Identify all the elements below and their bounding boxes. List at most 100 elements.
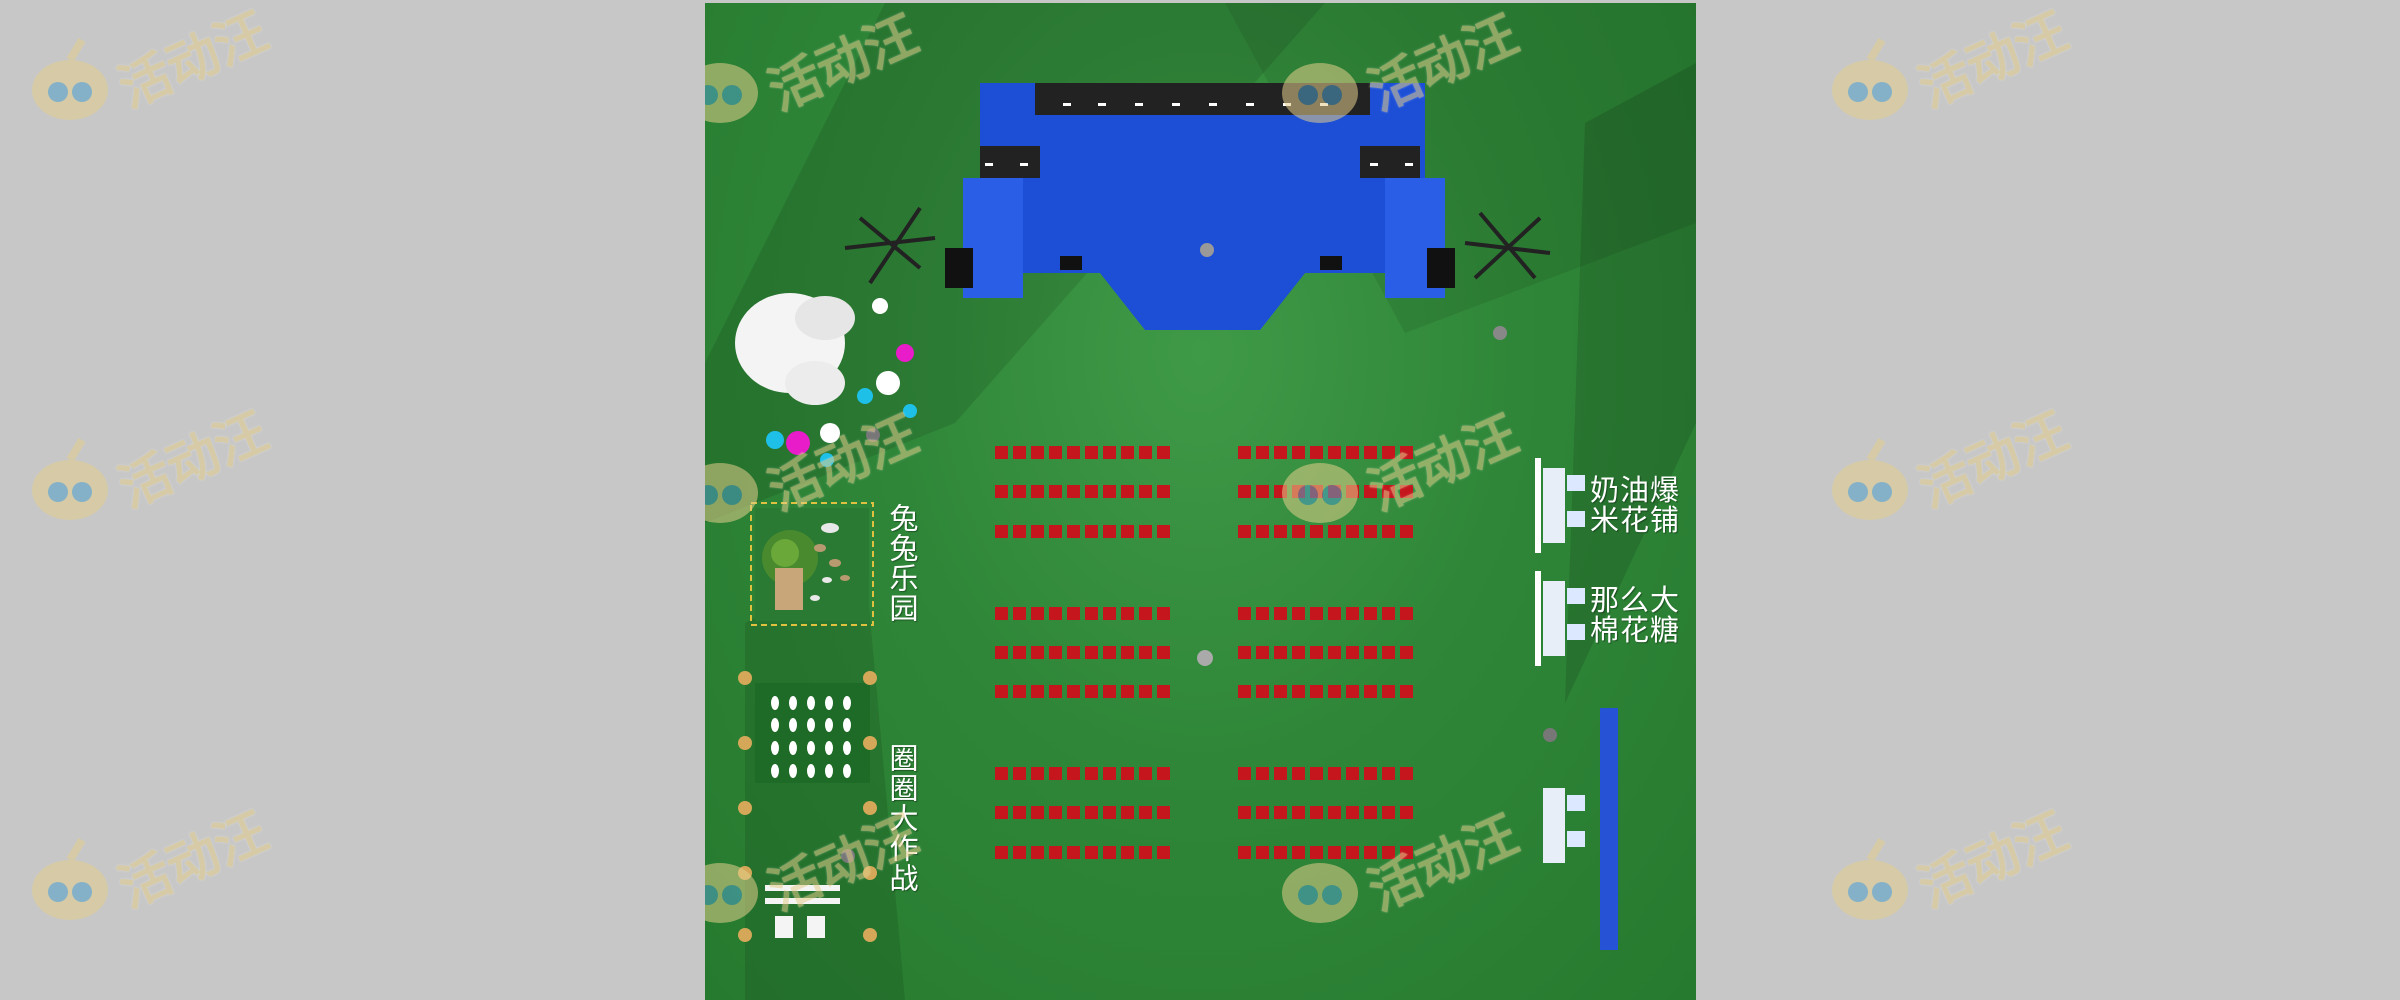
seat-icon [1346,485,1359,498]
seat-icon [995,646,1008,659]
light-tower-icon [1464,211,1551,280]
seat-icon [1274,846,1287,859]
seat-icon [1157,846,1170,859]
watermark-text: 活动汪 [110,801,277,920]
person-icon [866,428,880,442]
seat-icon [1256,607,1269,620]
light-truss [1035,83,1370,115]
seat-icon [995,806,1008,819]
seat-icon [1085,607,1098,620]
seat-icon [1256,767,1269,780]
seat-icon [1049,767,1062,780]
seat-icon [1400,525,1413,538]
seat-icon [1256,685,1269,698]
seat-icon [1328,446,1341,459]
seat-icon [1310,846,1323,859]
seat-icon [1346,446,1359,459]
seat-icon [1400,806,1413,819]
venue-lawn: 兔兔乐园 圈圈大作战 奶油爆 米花铺 那么大 棉花糖 活动汪 活动汪 活动汪 活… [705,3,1696,1000]
seat-icon [1067,446,1080,459]
seat-icon [995,767,1008,780]
seat-icon [1103,525,1116,538]
seat-icon [1328,846,1341,859]
person-icon [1197,650,1213,666]
seat-icon [1328,685,1341,698]
seat-icon [1085,806,1098,819]
seat-icon [1157,525,1170,538]
seat-icon [1121,446,1134,459]
monitor-speaker-icon [1060,256,1082,270]
seat-icon [1049,525,1062,538]
seat-icon [1238,846,1251,859]
seat-icon [1013,767,1026,780]
seat-icon [1400,685,1413,698]
seat-icon [995,685,1008,698]
seat-icon [1238,446,1251,459]
seat-icon [1139,485,1152,498]
seat-icon [1310,607,1323,620]
seat-icon [1328,607,1341,620]
mascot-logo-icon [32,37,108,120]
seat-icon [1382,846,1395,859]
seat-icon [1310,446,1323,459]
seat-icon [1049,685,1062,698]
seat-icon [1238,685,1251,698]
seat-icon [1328,646,1341,659]
seat-icon [1292,446,1305,459]
seat-icon [1238,646,1251,659]
seat-icon [1157,607,1170,620]
seat-icon [1292,767,1305,780]
seat-icon [1031,846,1044,859]
seat-icon [1238,767,1251,780]
seat-icon [1031,607,1044,620]
seat-icon [1067,525,1080,538]
seat-icon [1049,846,1062,859]
seat-icon [1274,806,1287,819]
seat-icon [1103,806,1116,819]
seat-icon [1067,806,1080,819]
seat-icon [1139,806,1152,819]
watermark-text: 活动汪 [1910,401,2077,520]
cotton-candy-label: 那么大 棉花糖 [1590,583,1681,647]
seat-icon [1310,485,1323,498]
seat-icon [1274,485,1287,498]
seat-icon [1256,525,1269,538]
seat-icon [1139,446,1152,459]
mascot-logo-icon [32,837,108,920]
seat-icon [1049,446,1062,459]
seat-icon [1256,646,1269,659]
speaker-icon [1427,248,1455,288]
seat-icon [1085,485,1098,498]
seat-icon [1103,846,1116,859]
seat-icon [1310,646,1323,659]
venue-plan-canvas [705,3,1696,1000]
speaker-icon [945,248,973,288]
seat-icon [1382,646,1395,659]
seat-icon [1328,485,1341,498]
light-tower-icon [844,206,936,285]
seat-icon [1364,446,1377,459]
stage-platform [980,83,1425,330]
seat-icon [1238,607,1251,620]
stall-icon [1535,571,1585,666]
seat-icon [1382,485,1395,498]
seat-icon [1292,607,1305,620]
seat-icon [1013,525,1026,538]
seat-icon [1121,806,1134,819]
seat-icon [1157,646,1170,659]
seat-icon [1031,806,1044,819]
person-icon [841,849,855,863]
seat-icon [1292,846,1305,859]
ring-target-icon [771,696,851,778]
audience-seating [995,446,1413,859]
seat-icon [1256,806,1269,819]
seat-icon [1292,685,1305,698]
seat-icon [1067,485,1080,498]
seat-icon [1346,685,1359,698]
mascot-logo-icon [1832,37,1908,120]
watermark: 活动汪 [20,402,290,540]
seat-icon [1400,646,1413,659]
seat-icon [1328,767,1341,780]
seat-icon [1157,446,1170,459]
watermark-text: 活动汪 [110,1,277,120]
